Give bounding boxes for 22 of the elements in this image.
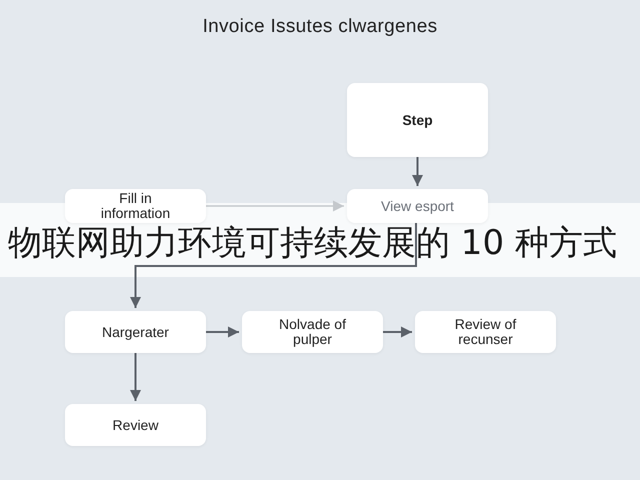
node-label: Fill in information: [100, 191, 172, 221]
diagram-title: Invoice Issutes clwargenes: [202, 15, 438, 38]
arrow: [383, 326, 412, 338]
process-box: [65, 189, 206, 223]
arrow: [412, 157, 423, 186]
node-label: Step: [402, 112, 433, 128]
arrow: [130, 223, 417, 308]
node-label: Nargerater: [102, 324, 169, 340]
process-box: [415, 311, 556, 353]
process-box: [242, 311, 383, 353]
arrow: [206, 326, 239, 338]
process-box: [347, 189, 488, 223]
process-box: [65, 311, 206, 353]
arrow: [206, 200, 344, 212]
node-label: Nolvade of pulper: [278, 317, 347, 347]
node-label: Review: [112, 418, 158, 432]
process-box: [65, 404, 206, 446]
banner-text: 物联网助力环境可持续发展的 10 种方式: [8, 225, 617, 261]
process-box: [347, 83, 488, 157]
node-label: View esport: [381, 198, 454, 214]
node-label: Review of recunser: [454, 317, 518, 347]
arrow: [130, 353, 141, 401]
